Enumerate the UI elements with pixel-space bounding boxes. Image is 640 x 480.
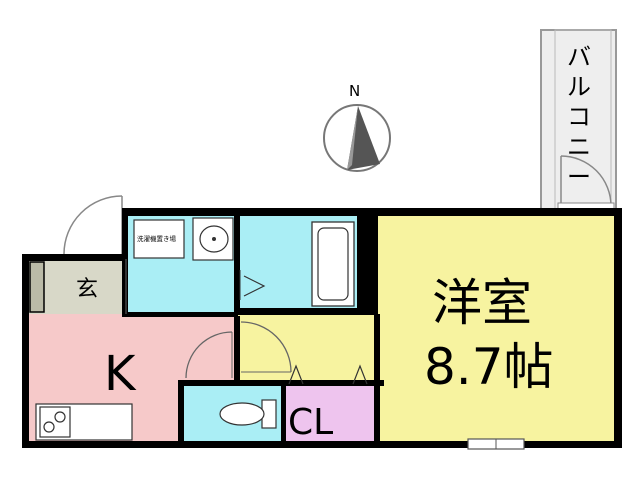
walls xyxy=(22,208,622,448)
balcony-label-char-4: ニ xyxy=(567,133,591,161)
closet-door-icon xyxy=(288,364,368,385)
closet-label: CL xyxy=(288,402,333,443)
bathroom xyxy=(238,214,378,314)
balcony-label-char-1: バ xyxy=(567,43,591,71)
bath-door-icon xyxy=(243,275,266,297)
bathtub-icon xyxy=(311,221,355,307)
western-room-name: 洋室 xyxy=(432,274,532,332)
toilet-door-swing xyxy=(185,331,233,379)
entrance-label: 玄 xyxy=(76,277,98,302)
western-room-size: 8.7帖 xyxy=(424,338,554,396)
north-compass-icon: N xyxy=(323,82,391,172)
laundry-label: 洗濯機置き場 xyxy=(137,234,177,243)
kitchen-label: K xyxy=(104,346,137,402)
balcony-label-char-5: ー xyxy=(567,163,591,191)
hallway-door-swing xyxy=(240,321,292,373)
closet-room xyxy=(284,384,378,442)
compass-north-label: N xyxy=(349,82,360,100)
balcony-label-char-3: コ xyxy=(567,103,591,131)
entrance-door-swing xyxy=(63,195,123,255)
toilet-icon xyxy=(219,399,277,429)
stove-icon xyxy=(35,403,133,441)
balcony: バ ル コ ニ ー xyxy=(540,29,617,212)
shoe-storage xyxy=(29,261,45,313)
balcony-label-char-2: ル xyxy=(567,73,591,101)
laundry-machine-spot: 洗濯機置き場 xyxy=(133,219,185,259)
washbasin-icon xyxy=(192,217,234,261)
western-room xyxy=(378,214,616,442)
